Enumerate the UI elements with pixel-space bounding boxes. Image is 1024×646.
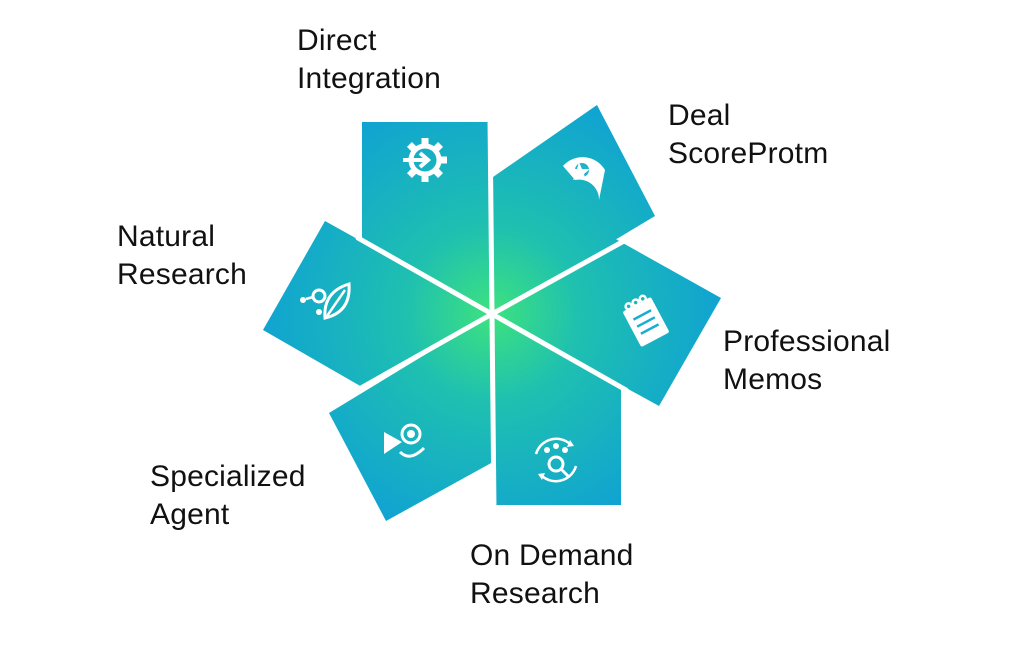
wheel-panels bbox=[263, 105, 721, 521]
label-line: On Demand bbox=[470, 539, 634, 572]
gear-arrow-icon bbox=[403, 138, 447, 182]
label-natural-research: Natural Research bbox=[117, 218, 247, 294]
label-line: Integration bbox=[297, 62, 441, 95]
panel-specialized-agent bbox=[329, 314, 493, 521]
label-line: Direct bbox=[297, 24, 377, 57]
label-direct-integration: Direct Integration bbox=[297, 22, 441, 98]
headset-agent-icon bbox=[384, 423, 426, 458]
notepad-icon bbox=[623, 294, 669, 347]
leaf-molecule-icon bbox=[300, 282, 351, 320]
panel-dividers bbox=[319, 115, 665, 513]
label-line: Research bbox=[117, 258, 247, 291]
people-search-cycle-icon bbox=[534, 437, 578, 483]
label-line: Specialized bbox=[150, 460, 306, 493]
gauge-star-icon bbox=[563, 157, 605, 200]
label-professional-memos: Professional Memos bbox=[723, 323, 891, 399]
label-specialized-agent: Specialized Agent bbox=[150, 458, 306, 534]
label-line: ScoreProtm bbox=[668, 137, 829, 170]
label-line: Memos bbox=[723, 363, 823, 396]
panel-on-demand-research bbox=[492, 314, 621, 505]
label-line: Agent bbox=[150, 498, 230, 531]
label-deal-score: Deal ScoreProtm bbox=[668, 97, 828, 173]
label-line: Professional bbox=[723, 325, 891, 358]
panel-professional-memos bbox=[492, 237, 721, 406]
label-line: Research bbox=[470, 577, 600, 610]
panel-deal-score bbox=[492, 105, 655, 314]
label-line: Natural bbox=[117, 220, 216, 253]
label-on-demand-research: On Demand Research bbox=[470, 537, 634, 613]
label-line: Deal bbox=[668, 99, 731, 132]
